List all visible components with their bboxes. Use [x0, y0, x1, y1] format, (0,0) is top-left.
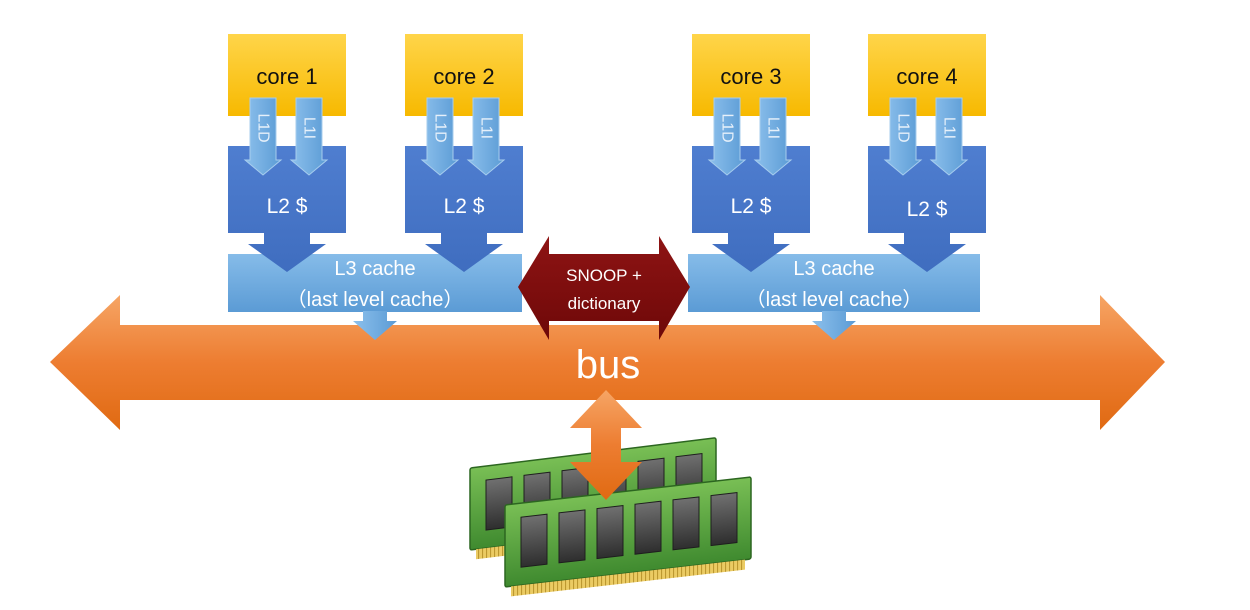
ram-modules-icon [469, 437, 752, 597]
ram-chip [558, 509, 586, 564]
l1i-arrow [753, 97, 793, 176]
l3-cache-title: L3 cache [334, 258, 415, 280]
core-box [692, 34, 810, 116]
bus-arrow [50, 295, 1165, 430]
snoop-label-line2: dictionary [568, 294, 641, 313]
l2-cache-arrow [228, 146, 346, 272]
l2-cache-arrow [692, 146, 810, 272]
core-column-1: core 1 L2 $ L1D L1I [228, 34, 346, 272]
l3-to-bus-arrow [812, 311, 856, 340]
l3-to-bus-arrow [353, 311, 397, 340]
core-label: core 2 [433, 64, 494, 89]
core-column-3: core 3 L2 $ L1D L1I [692, 34, 810, 272]
ram-chip [710, 492, 738, 547]
l1d-label: L1D [432, 113, 449, 142]
snoop-dictionary-arrow: SNOOP + dictionary [518, 236, 690, 340]
l1d-arrow [420, 97, 460, 176]
core-label: core 1 [256, 64, 317, 89]
l3-cache-subtitle: （last level cache） [746, 288, 923, 311]
l1d-label: L1D [719, 113, 736, 142]
l2-cache-label: L2 $ [907, 198, 948, 221]
l1i-arrow [929, 97, 969, 176]
l3-cache-title: L3 cache [793, 258, 874, 280]
l3-cache-subtitle: （last level cache） [287, 288, 464, 311]
l1d-label: L1D [255, 113, 272, 142]
l2-cache-label: L2 $ [731, 195, 772, 218]
core-box [868, 34, 986, 116]
core-label: core 4 [896, 64, 957, 89]
l1i-label: L1I [478, 117, 495, 139]
l1i-arrow [466, 97, 506, 176]
snoop-label-line1: SNOOP + [566, 266, 642, 285]
l1d-arrow [883, 97, 923, 176]
l1i-label: L1I [301, 117, 318, 139]
ram-gold-contacts [511, 559, 745, 597]
bus-label: bus [576, 343, 641, 387]
snoop-arrow-shape [518, 236, 690, 340]
ram-module-front [504, 476, 752, 597]
core-box [405, 34, 523, 116]
l1d-label: L1D [895, 113, 912, 142]
memory-bus-arrow [570, 390, 642, 500]
core-box [228, 34, 346, 116]
core-column-2: core 2 L2 $ L1D L1I [405, 34, 523, 272]
l2-cache-arrow [405, 146, 523, 272]
core-label: core 3 [720, 64, 781, 89]
l2-cache-label: L2 $ [267, 195, 308, 218]
l2-cache-label: L2 $ [444, 195, 485, 218]
core-column-4: core 4 L2 $ L1D L1I [868, 34, 986, 272]
l1i-label: L1I [941, 117, 958, 139]
l1i-arrow [289, 97, 329, 176]
ram-chip [596, 504, 624, 560]
ram-chip [672, 496, 700, 551]
l1i-label: L1I [765, 117, 782, 139]
l2-cache-arrow [868, 146, 986, 272]
ram-chip [634, 500, 662, 555]
l1d-arrow [243, 97, 283, 176]
l1d-arrow [707, 97, 747, 176]
ram-chip [520, 513, 548, 568]
